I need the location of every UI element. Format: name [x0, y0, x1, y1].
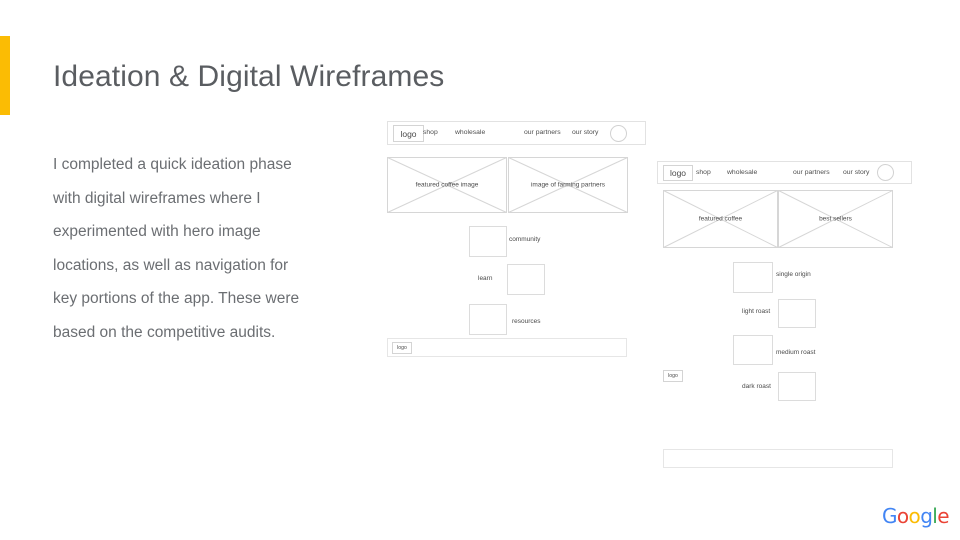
wireframe-right-section-label-single-origin: single origin [776, 271, 811, 278]
wireframe-right-section-box-single-origin[interactable] [733, 262, 773, 293]
wireframe-right-section-label-light-roast: light roast [742, 308, 771, 315]
wireframe-left-section-box-resources[interactable] [469, 304, 507, 335]
wireframe-left-hero-caption-1: featured coffee image [415, 181, 479, 189]
wireframe-right-section-label-medium-roast: medium roast [776, 349, 816, 356]
wireframe-left-section-label-resources: resources [512, 318, 541, 325]
wireframe-left-footer-logo[interactable]: logo [392, 342, 412, 354]
wireframe-left-nav-link-our-partners[interactable]: our partners [524, 129, 561, 136]
wireframe-right-nav-link-our-story[interactable]: our story [843, 169, 870, 176]
wireframe-right-section-label-dark-roast: dark roast [742, 383, 771, 390]
wireframe-left-hero-caption-2: image of farming partners [530, 181, 606, 189]
google-logo-letter-o1: o [896, 504, 909, 528]
page-title: Ideation & Digital Wireframes [53, 60, 445, 93]
wireframe-left-section-box-learn[interactable] [507, 264, 545, 295]
wireframe-right-section-box-dark-roast[interactable] [778, 372, 816, 401]
wireframe-left-nav-link-our-story[interactable]: our story [572, 129, 599, 136]
wireframe-left-nav-logo[interactable]: logo [393, 125, 424, 142]
wireframe-right-hero-image-1[interactable]: featured coffee [663, 190, 778, 248]
wireframe-right-navbar[interactable]: logo [657, 161, 912, 184]
wireframe-left-hero-image-2[interactable]: image of farming partners [508, 157, 628, 213]
wireframe-right-section-box-light-roast[interactable] [778, 299, 816, 328]
wireframe-right-hero-image-2[interactable]: best sellers [778, 190, 893, 248]
body-paragraph: I completed a quick ideation phase with … [53, 156, 300, 341]
google-logo-letter-e: e [937, 504, 949, 528]
wireframe-right-nav-link-shop[interactable]: shop [696, 169, 711, 176]
wireframe-left-section-label-learn: learn [478, 275, 493, 282]
wireframe-left-account-circle-icon[interactable] [610, 125, 627, 142]
wireframe-left-hero-image-1[interactable]: featured coffee image [387, 157, 507, 213]
wireframe-right-nav-link-our-partners[interactable]: our partners [793, 169, 830, 176]
wireframe-right-bottom-bar[interactable] [663, 449, 893, 468]
google-logo-letter-l: l [932, 504, 938, 528]
wireframe-right-floating-logo[interactable]: logo [663, 370, 683, 382]
accent-bar [0, 36, 10, 115]
wireframe-left-nav-link-wholesale[interactable]: wholesale [455, 129, 486, 136]
google-logo-letter-o2: o [908, 504, 921, 528]
google-logo-letter-g2: g [920, 504, 933, 528]
wireframe-left-navbar[interactable]: logo [387, 121, 646, 145]
wireframe-left-section-box-community[interactable] [469, 226, 507, 257]
wireframe-left-section-label-community: community [509, 236, 541, 243]
wireframe-right-account-circle-icon[interactable] [877, 164, 894, 181]
wireframe-right-nav-link-wholesale[interactable]: wholesale [727, 169, 758, 176]
wireframe-right-hero-caption-2: best sellers [819, 215, 852, 223]
wireframe-right-nav-logo[interactable]: logo [663, 165, 693, 181]
wireframe-left-footer-bar[interactable]: logo [387, 338, 627, 357]
wireframe-right-hero-caption-1: featured coffee [698, 215, 743, 223]
google-logo: Google [882, 504, 950, 528]
wireframe-left-nav-link-shop[interactable]: shop [423, 129, 438, 136]
wireframe-right-section-box-medium-roast[interactable] [733, 335, 773, 365]
google-logo-letter-g: G [882, 504, 898, 528]
